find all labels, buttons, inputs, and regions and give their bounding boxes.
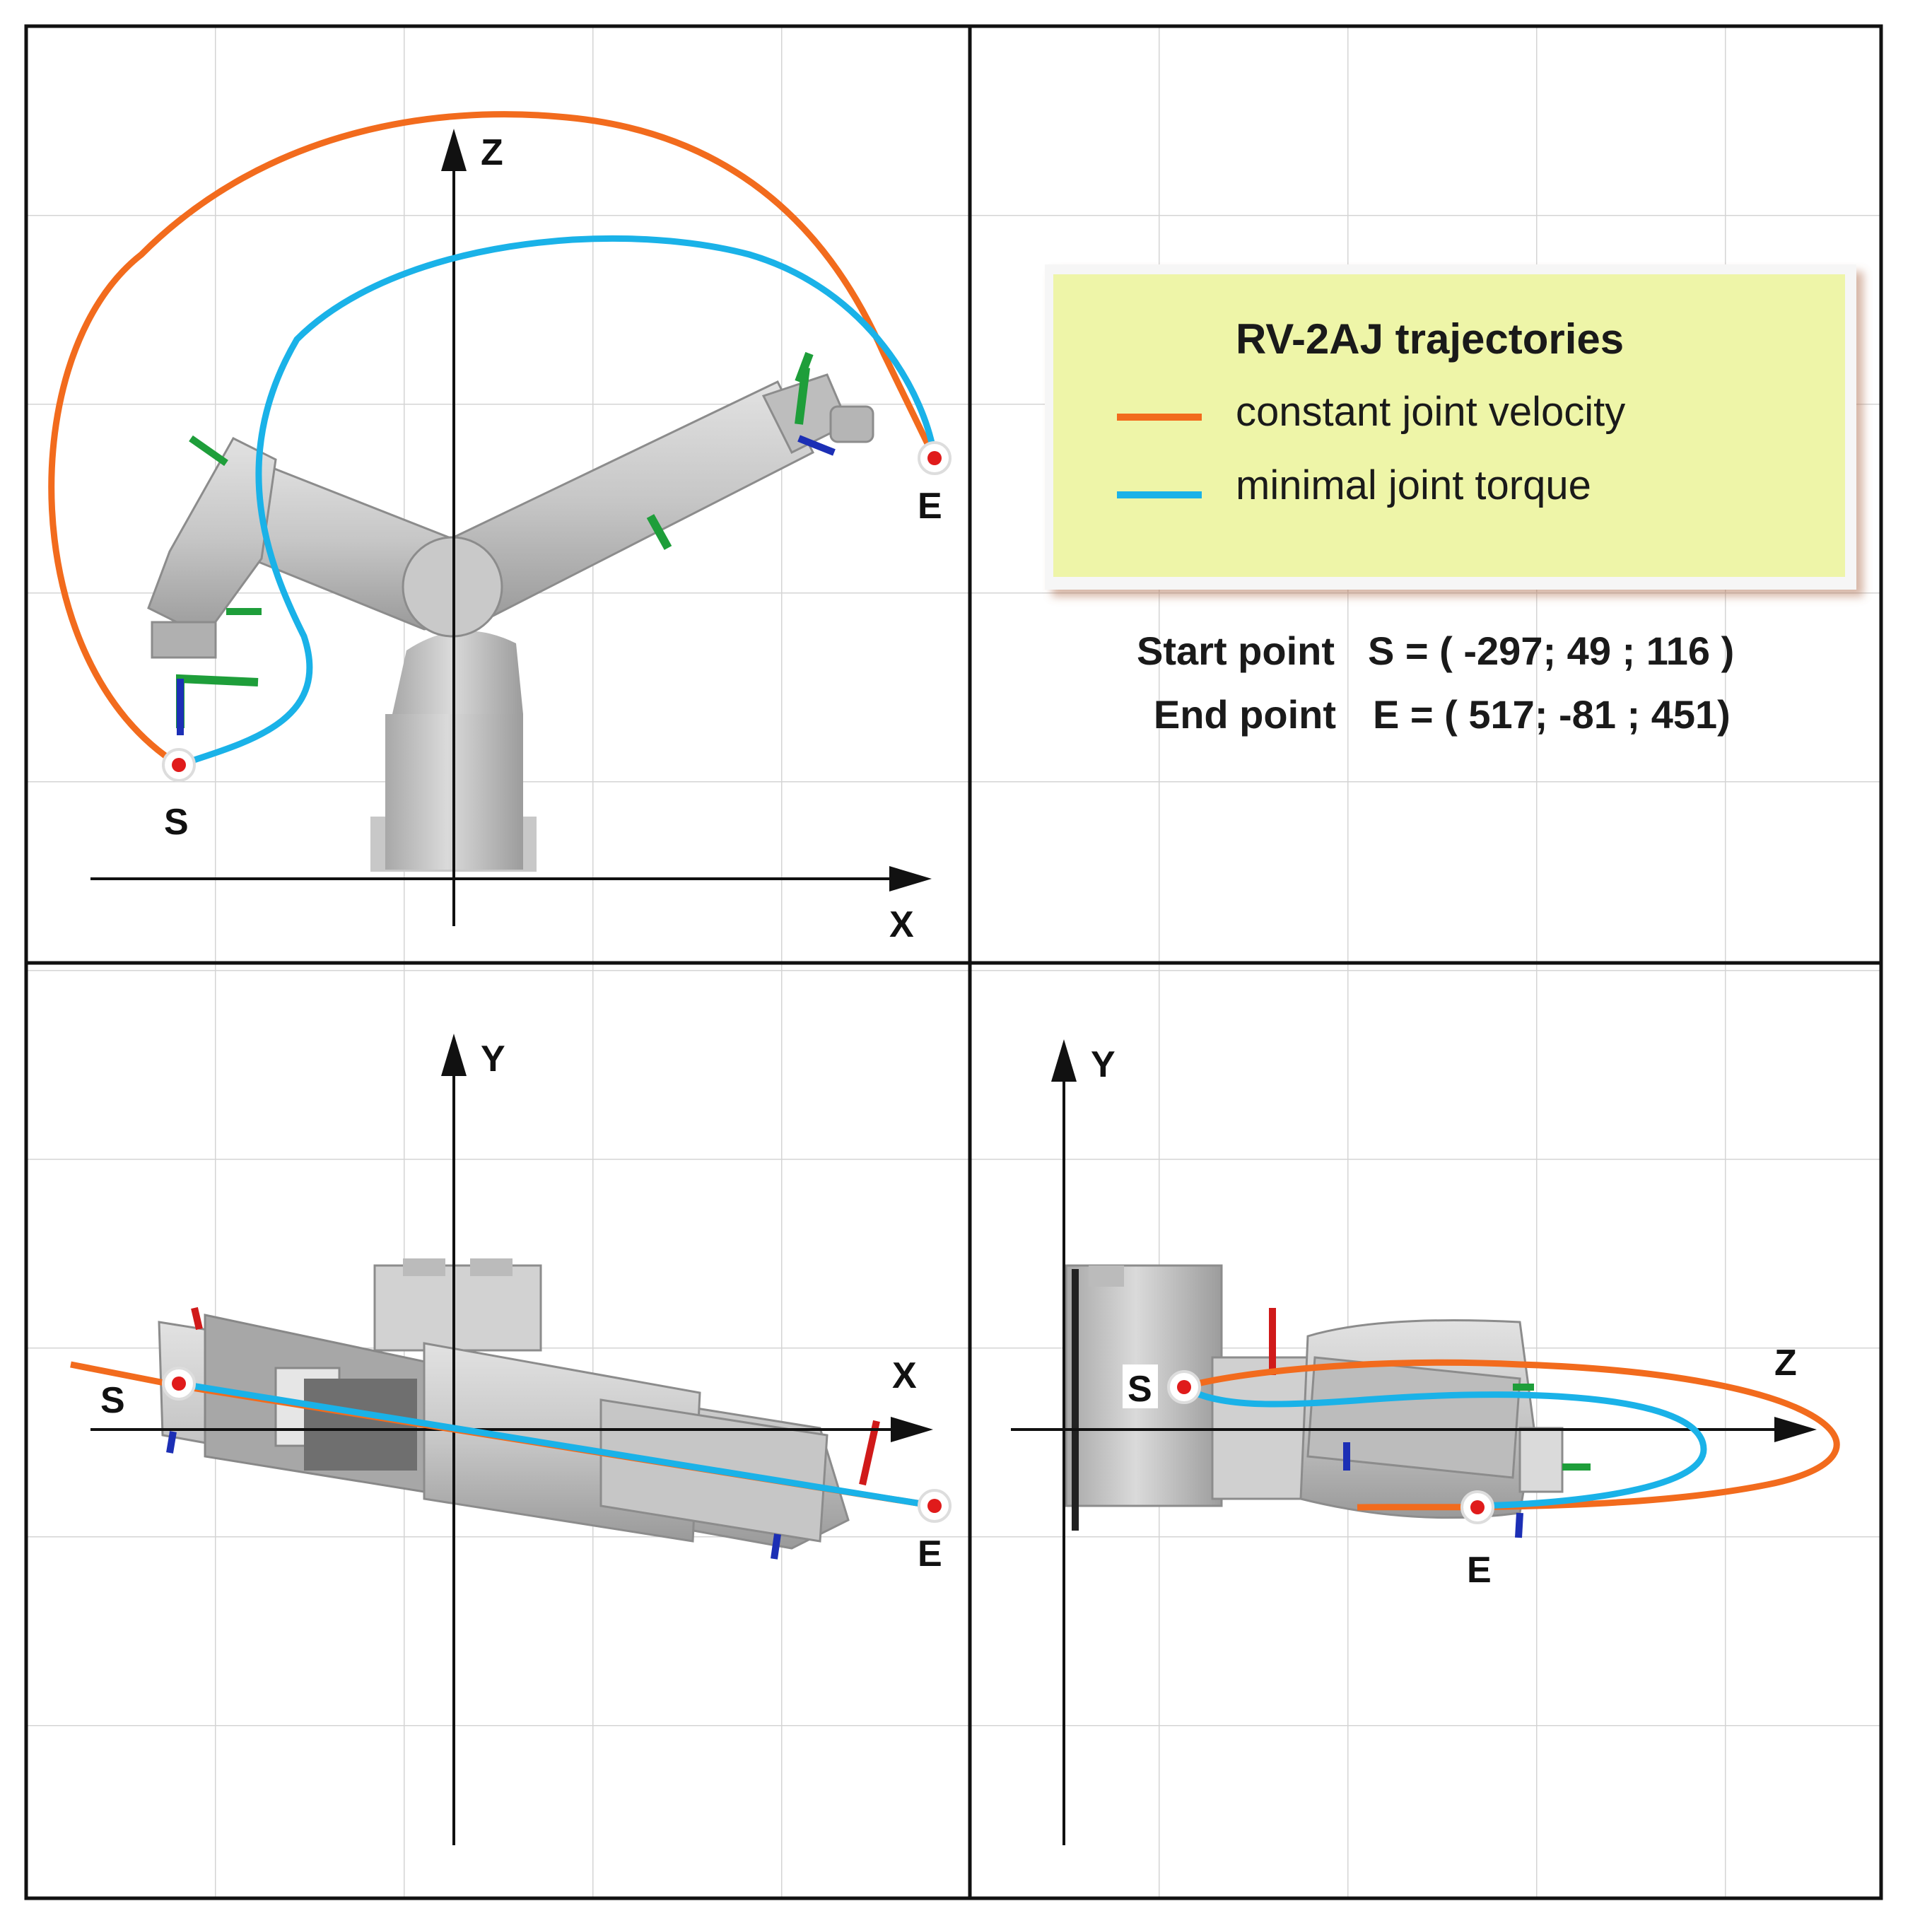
end-point-label: End point [1154,692,1336,737]
xz-minimal-torque-trajectory [177,235,938,768]
zy-start-label-bg [1123,1364,1158,1408]
robot-arm-side-view [147,351,874,872]
xz-v-axis-label: Z [481,132,503,173]
xy-v-axis-label: Y [481,1039,505,1080]
xy-end-label: E [918,1533,942,1574]
xy-v-axis-arrow-icon [441,1034,467,1076]
legend-title: RV-2AJ trajectories [1236,315,1624,363]
xy-h-axis-label: X [892,1355,917,1396]
view-xy-panel: X Y S E [70,1034,952,1845]
xz-h-axis-label: X [889,904,914,945]
zy-end-red-dot-icon [1470,1500,1485,1514]
zy-h-axis-label: Z [1774,1343,1797,1384]
xz-end-red-dot-icon [927,451,942,465]
legend-minimal-torque-label: minimal joint torque [1236,462,1591,508]
xy-end-red-dot-icon [927,1499,942,1513]
zy-v-axis-label: Y [1091,1044,1116,1085]
xz-h-axis-arrow-icon [889,866,932,892]
xz-constant-velocity-trajectory [48,111,938,768]
xz-start-label: S [164,802,189,843]
legend-constant-velocity-label: constant joint velocity [1236,389,1625,435]
zy-minimal-torque-trajectory [1182,1384,1707,1509]
xz-end-label: E [918,486,942,527]
zy-h-axis-arrow-icon [1774,1417,1817,1442]
xy-start-label: S [100,1380,125,1421]
legend-panel: RV-2AJ trajectories constant joint veloc… [1045,264,1856,737]
end-point-value: E = ( 517; -81 ; 451) [1373,692,1731,737]
xy-minimal-torque-trajectory [178,1380,935,1509]
zy-start-label: S [1128,1369,1152,1410]
xy-h-axis-arrow-icon [891,1417,933,1442]
xy-start-red-dot-icon [172,1377,186,1391]
view-xz-panel: X Z S E [48,111,952,945]
xz-start-red-dot-icon [172,758,186,772]
legend-box-fill [1053,274,1845,577]
start-point-label: Start point [1137,629,1335,673]
start-point-value: S = ( -297; 49 ; 116 ) [1368,629,1734,673]
xz-v-axis-arrow-icon [441,129,467,171]
zy-start-red-dot-icon [1177,1380,1191,1394]
view-zy-panel: Z Y S E [1011,1039,1840,1845]
zy-end-label: E [1467,1550,1492,1591]
zy-v-axis-arrow-icon [1051,1039,1077,1082]
